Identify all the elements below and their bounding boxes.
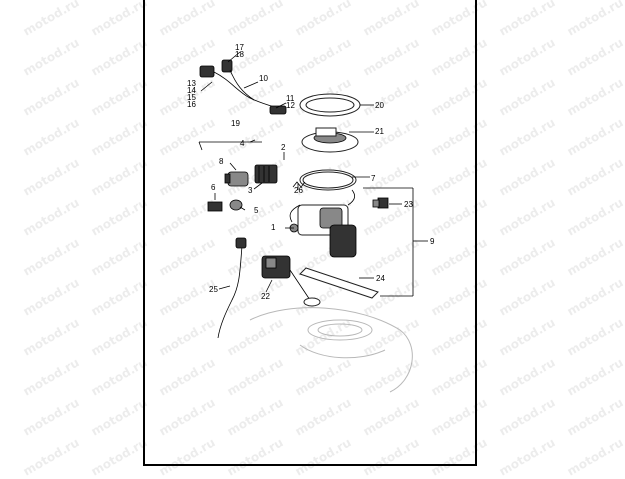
- regulator-22: [261, 255, 321, 307]
- callout-13: 13: [187, 79, 196, 88]
- callout-1: 1: [271, 223, 276, 232]
- callout-4: 4: [240, 139, 245, 148]
- callout-12: 12: [286, 101, 295, 110]
- callout-7: 7: [371, 174, 376, 183]
- callout-10: 10: [259, 74, 268, 83]
- bracket-19: [198, 141, 262, 151]
- callout-9: 9: [430, 237, 435, 246]
- o-ring-7: [299, 169, 357, 191]
- callout-26: 26: [294, 186, 303, 195]
- exploded-parts-diagram: 17 18 10 13 14 15 16 11 12 20 19 21 4 2 …: [187, 43, 435, 393]
- callout-6: 6: [211, 183, 216, 192]
- pump-module: [289, 189, 389, 258]
- sender-arm-24: [299, 267, 379, 299]
- callout-18: 18: [235, 50, 244, 59]
- fuel-hose-25: [217, 237, 247, 339]
- callout-15: 15: [187, 93, 196, 102]
- tank-outline-ghost: [249, 307, 413, 393]
- callout-24: 24: [376, 274, 385, 283]
- callout-20: 20: [375, 101, 384, 110]
- flange-plate: [301, 127, 359, 153]
- filter-assembly: [224, 164, 278, 187]
- small-parts: [207, 181, 306, 212]
- callout-17: 17: [235, 43, 244, 52]
- callout-3: 3: [248, 186, 253, 195]
- gasket-ring: [299, 93, 361, 117]
- callout-22: 22: [261, 292, 270, 301]
- callout-25: 25: [209, 285, 218, 294]
- callout-14: 14: [187, 86, 196, 95]
- callout-11: 11: [286, 94, 295, 103]
- callout-5: 5: [254, 206, 259, 215]
- callout-8: 8: [219, 157, 224, 166]
- leader-lines: [200, 51, 402, 293]
- bracket-9: [363, 187, 428, 297]
- wiring-harness: [199, 59, 287, 115]
- callouts: 17 18 10 13 14 15 16 11 12 20 19 21 4 2 …: [187, 43, 435, 301]
- callout-23: 23: [404, 200, 413, 209]
- callout-21: 21: [375, 127, 384, 136]
- callout-2: 2: [281, 143, 286, 152]
- callout-16: 16: [187, 100, 196, 109]
- callout-19: 19: [231, 119, 240, 128]
